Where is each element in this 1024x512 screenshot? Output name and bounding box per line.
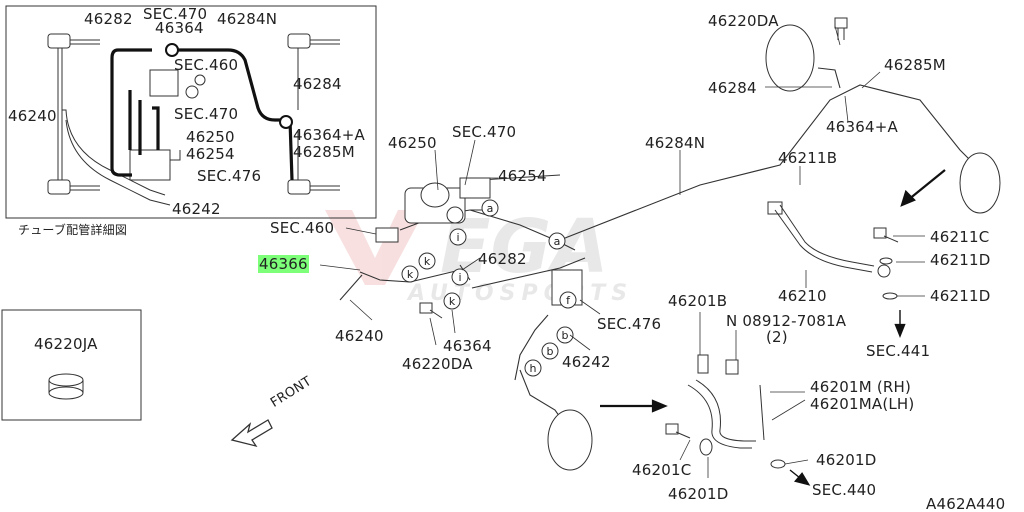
callout-k-2: k: [407, 268, 414, 281]
label-46201MA: 46201MA(LH): [810, 395, 915, 413]
callout-k-1: k: [424, 255, 431, 268]
callout-circles: [401, 199, 577, 377]
label-46201D-b: 46201D: [668, 485, 729, 503]
direction-arrows: [600, 169, 946, 486]
brake-hose-46201M: [687, 354, 765, 449]
inset-caption: チューブ配管詳細図: [18, 223, 128, 237]
label-46250-inset: 46250: [186, 128, 235, 146]
label-46242-inset: 46242: [172, 200, 221, 218]
label-46211C: 46211C: [930, 228, 990, 246]
brake-discs: [547, 24, 1001, 471]
callout-k-3: k: [449, 295, 456, 308]
label-46285M-top: 46285M: [884, 56, 946, 74]
label-46364A-top: 46364+A: [826, 118, 898, 136]
label-46220DA-top: 46220DA: [708, 12, 779, 30]
callout-b-2: b: [547, 345, 554, 358]
label-46210: 46210: [778, 287, 827, 305]
label-46220JA: 46220JA: [34, 335, 98, 353]
plug-detail-frame: [1, 309, 142, 421]
svg-text:AUTOSPORTS: AUTOSPORTS: [406, 281, 633, 306]
callout-h: h: [530, 362, 537, 375]
label-bolt-spec: N 08912-7081A: [726, 312, 847, 330]
label-sec460-inset: SEC.460: [174, 56, 239, 74]
bolts: [419, 17, 899, 469]
label-46240-inset: 46240: [8, 107, 57, 125]
label-46211B: 46211B: [778, 149, 838, 167]
label-sec440: SEC.440: [812, 481, 877, 499]
inset-frame: [5, 5, 377, 219]
callout-i-2: i: [458, 271, 461, 284]
label-sec460: SEC.460: [270, 219, 335, 237]
label-46220DA: 46220DA: [402, 355, 473, 373]
label-sec476: SEC.476: [597, 315, 662, 333]
leader-lines: [319, 25, 925, 478]
label-46282: 46282: [478, 250, 527, 268]
callout-letters: k k k i i a a f b b h: [407, 202, 571, 375]
label-46284-inset: 46284: [293, 75, 342, 93]
front-arrow: [230, 419, 273, 448]
label-46364: 46364: [443, 337, 492, 355]
label-46240: 46240: [335, 327, 384, 345]
label-46242: 46242: [562, 353, 611, 371]
callout-i-1: i: [456, 231, 459, 244]
label-46201C: 46201C: [632, 461, 692, 479]
label-46254: 46254: [498, 167, 547, 185]
diagram-id: A462A440: [926, 495, 1006, 512]
label-46211D-a: 46211D: [930, 251, 991, 269]
callout-a-2: a: [554, 235, 561, 248]
label-46284N-inset: 46284N: [217, 10, 278, 28]
label-46364A-inset: 46364+A: [293, 126, 365, 144]
label-46201D-a: 46201D: [816, 451, 877, 469]
label-46284N: 46284N: [645, 134, 706, 152]
callout-b-1: b: [562, 329, 569, 342]
callout-f: f: [566, 294, 571, 307]
label-46364-inset: 46364: [155, 19, 204, 37]
label-sec441: SEC.441: [866, 342, 931, 360]
label-46366-highlighted: 46366: [258, 255, 309, 273]
plug-46220JA: [48, 373, 84, 400]
label-sec470-inset-mid: SEC.470: [174, 105, 239, 123]
label-sec476-inset: SEC.476: [197, 167, 262, 185]
label-sec470-inset-top: SEC.470: [143, 5, 208, 23]
label-46285M-inset: 46285M: [293, 143, 355, 161]
label-46211D-b: 46211D: [930, 287, 991, 305]
label-46201M: 46201M (RH): [810, 378, 912, 396]
label-46201B: 46201B: [668, 292, 728, 310]
label-bolt-qty: (2): [766, 328, 788, 346]
label-46282-inset: 46282: [84, 10, 133, 28]
label-46284-top: 46284: [708, 79, 757, 97]
callout-a-1: a: [487, 202, 494, 215]
label-46254-inset: 46254: [186, 145, 235, 163]
highlight-mark: 46366: [258, 255, 309, 273]
inset-pipes: [47, 33, 340, 206]
brake-hose-46210: [767, 201, 891, 278]
label-sec470: SEC.470: [452, 123, 517, 141]
valve-blocks: [375, 177, 583, 306]
label-46250: 46250: [388, 134, 437, 152]
inset-main-pipe: [110, 48, 294, 181]
